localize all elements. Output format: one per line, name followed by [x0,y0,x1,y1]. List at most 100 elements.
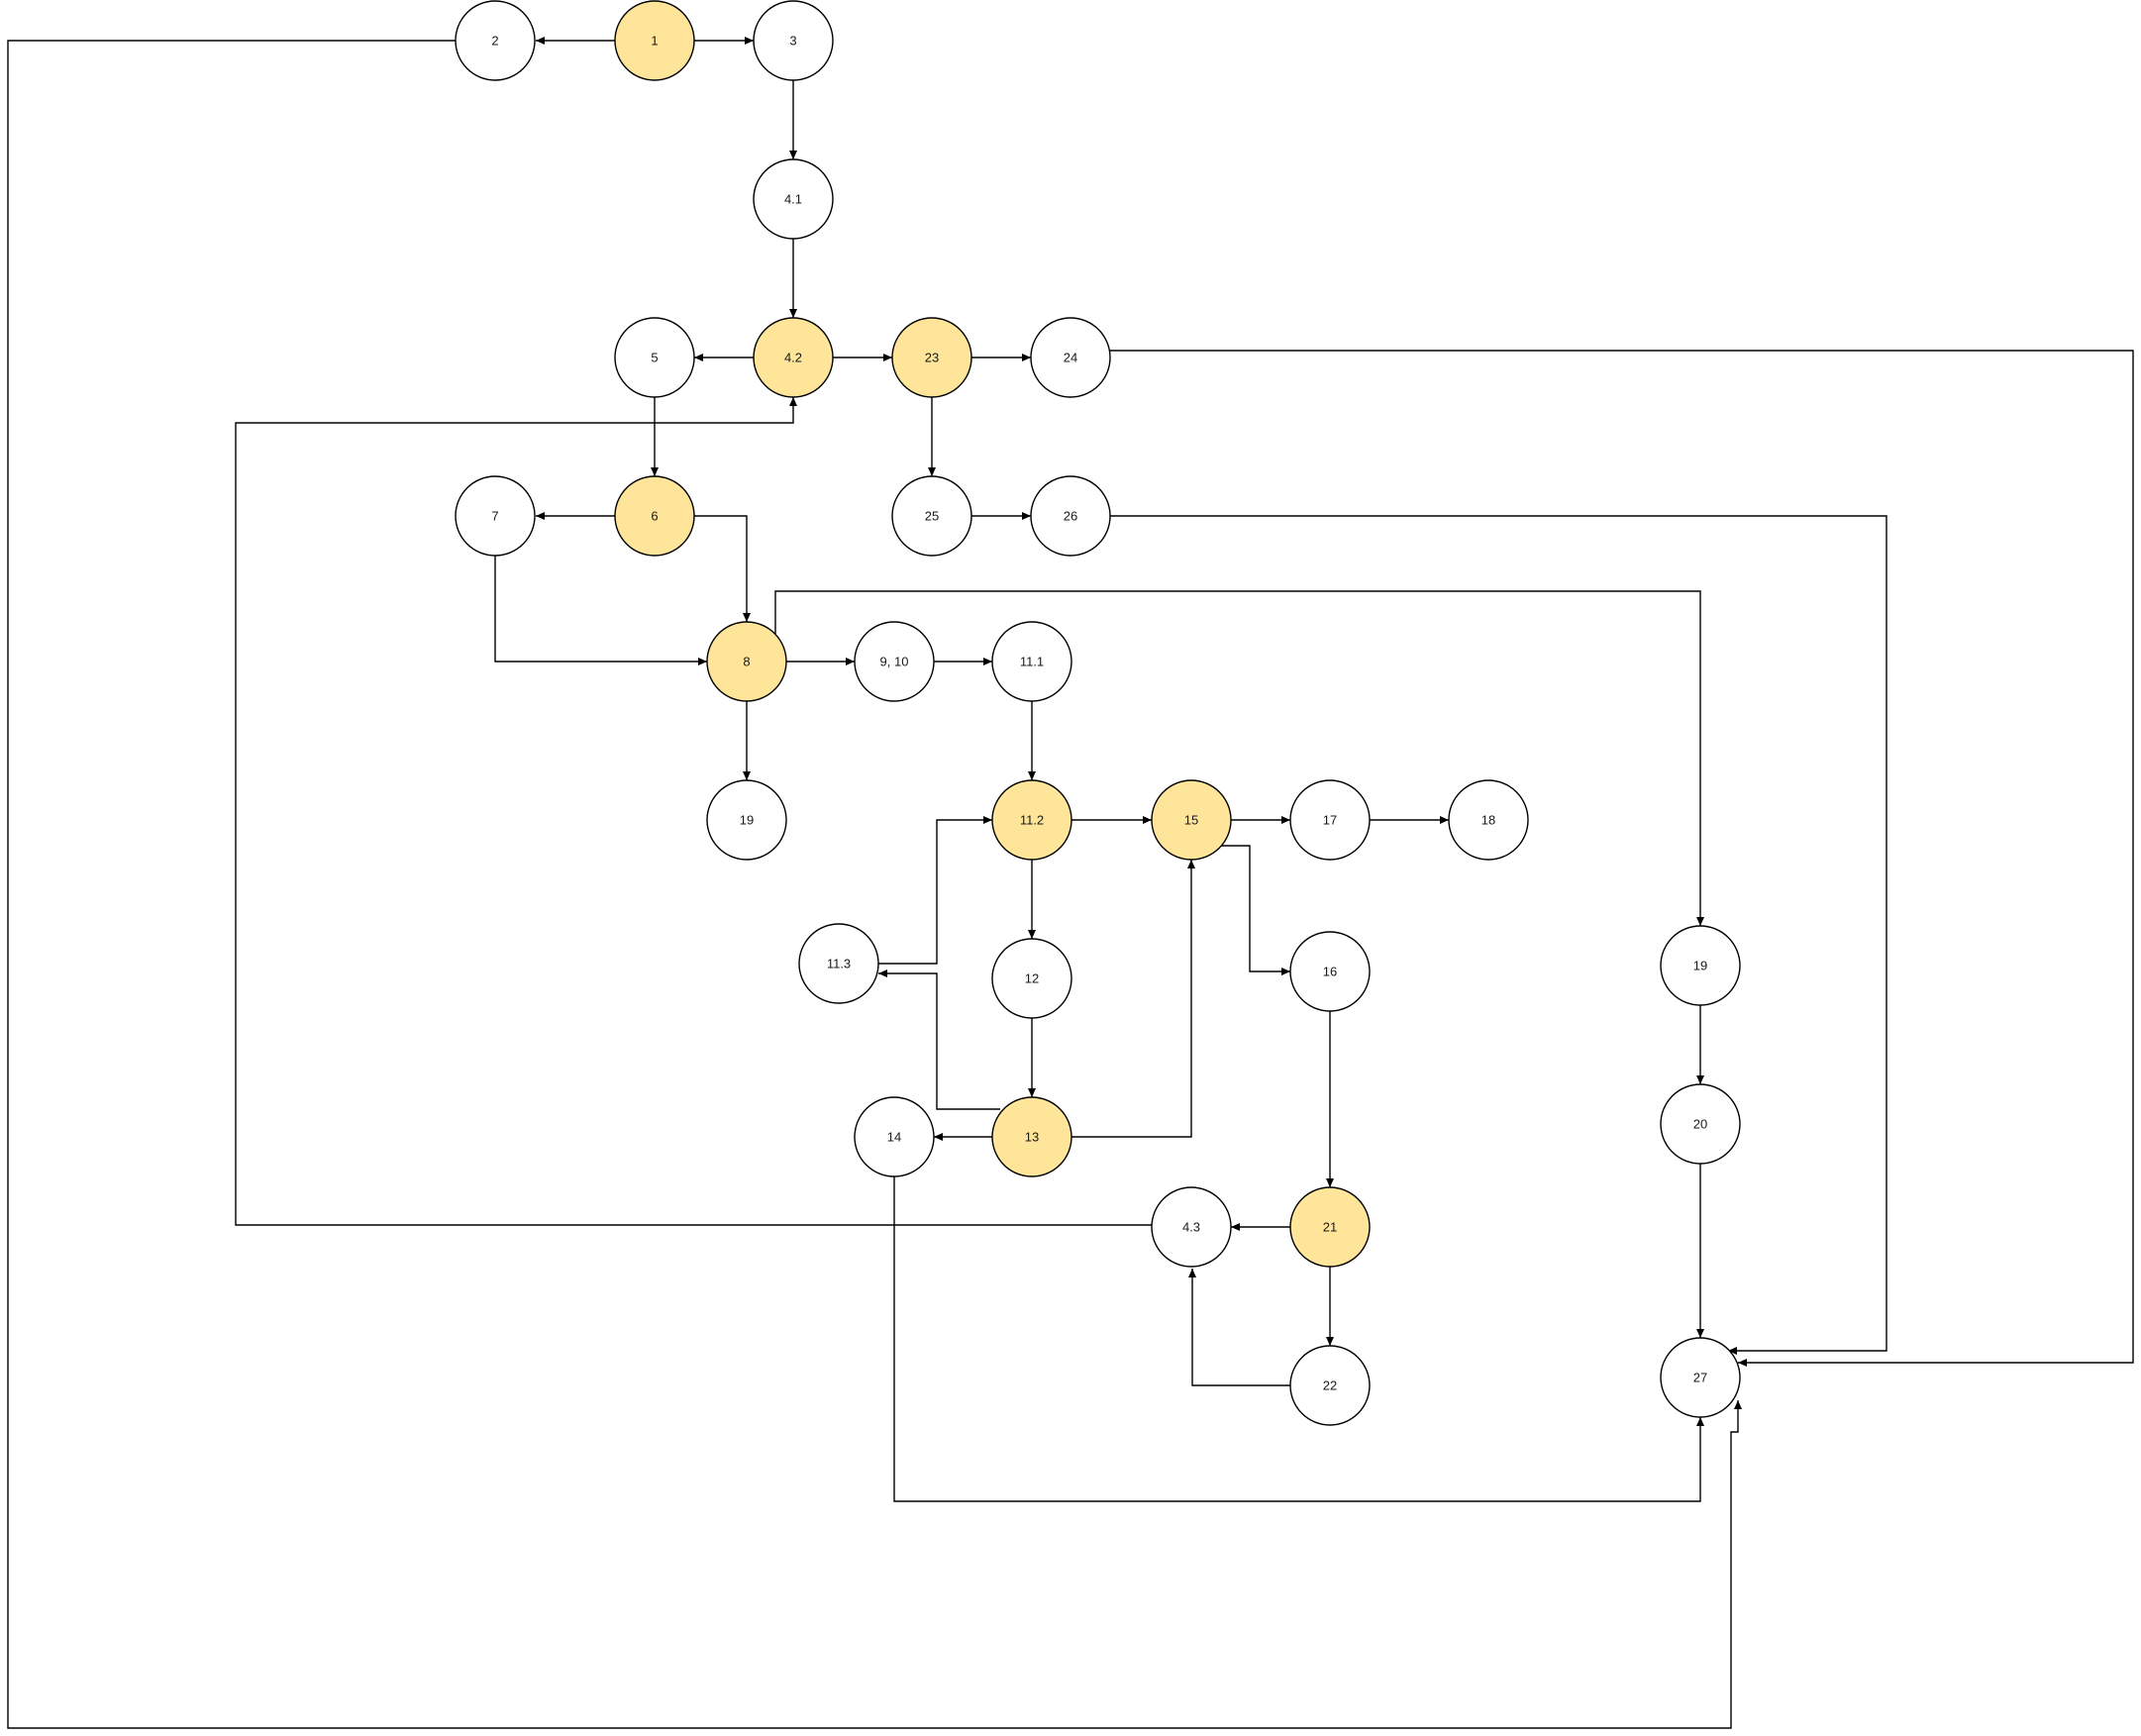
node-circle [854,1096,935,1177]
node-label: 7 [491,509,498,524]
node-label: 9, 10 [880,655,909,669]
node-circle [991,1096,1072,1177]
node-n18: 18 [1448,779,1529,861]
node-n4_3: 4.3 [1151,1186,1232,1268]
edge-n7-to-n8 [494,556,707,665]
node-n4_1: 4.1 [753,158,834,240]
node-n20: 20 [1660,1083,1741,1165]
node-label: 24 [1064,351,1077,365]
node-circle [991,779,1072,861]
node-label: 22 [1323,1379,1337,1393]
node-circle [1289,1186,1371,1268]
node-circle [991,621,1072,702]
node-circle [614,475,695,557]
node-circle [1289,779,1371,861]
node-label: 23 [925,351,939,365]
edge-n14-to-n27 [893,1176,1704,1502]
edge-n8-to-n19b [774,590,1704,926]
node-circle [753,317,834,398]
node-label: 18 [1481,813,1495,828]
node-circle [1660,925,1741,1006]
node-n25: 25 [891,475,972,557]
node-n17: 17 [1289,779,1371,861]
node-circle [455,475,536,557]
edge-n2-to-n27 [7,40,1742,1729]
node-n7: 7 [455,475,536,557]
node-n16: 16 [1289,931,1371,1012]
edges-layer [7,37,2134,1729]
node-n6: 6 [614,475,695,557]
node-n3: 3 [753,0,834,81]
node-n15: 15 [1151,779,1232,861]
edge-n6-to-n8 [694,515,751,622]
node-circle [991,938,1072,1019]
node-n11_3: 11.3 [798,923,879,1004]
node-circle [706,779,787,861]
node-n9_10: 9, 10 [854,621,935,702]
node-n5: 5 [614,317,695,398]
node-circle [753,0,834,81]
node-label: 19 [740,813,754,828]
node-label: 11.2 [1020,813,1044,828]
node-n2: 2 [455,0,536,81]
edge-n4_3-to-n4_2 [235,397,1152,1226]
node-label: 8 [743,655,750,669]
node-label: 11.1 [1020,655,1044,669]
node-label: 15 [1184,813,1198,828]
node-circle [1289,1345,1371,1426]
node-n24: 24 [1030,317,1111,398]
node-label: 5 [651,351,658,365]
node-label: 14 [887,1130,901,1145]
node-circle [1030,317,1111,398]
node-n13: 13 [991,1096,1072,1177]
node-circle [1660,1083,1741,1165]
node-label: 4.2 [784,351,802,365]
node-circle [1030,475,1111,557]
node-circle [1289,931,1371,1012]
edge-n22-to-n4_3 [1188,1269,1290,1386]
node-label: 6 [651,509,658,524]
node-circle [753,158,834,240]
node-n4_2: 4.2 [753,317,834,398]
node-circle [891,317,972,398]
node-circle [1151,779,1232,861]
node-label: 19 [1693,959,1707,973]
node-n22: 22 [1289,1345,1371,1426]
edge-n11_3-to-n11_2 [878,816,992,965]
node-label: 27 [1693,1371,1707,1385]
node-n11_2: 11.2 [991,779,1072,861]
node-label: 3 [789,34,796,49]
node-label: 11.3 [827,957,851,971]
node-label: 2 [491,34,498,49]
node-label: 4.3 [1182,1220,1200,1235]
node-circle [1660,1337,1741,1418]
node-circle [854,621,935,702]
node-n19a: 19 [706,779,787,861]
node-circle [891,475,972,557]
node-label: 1 [651,34,658,49]
node-label: 21 [1323,1220,1337,1235]
node-n8: 8 [706,621,787,702]
node-label: 20 [1693,1117,1707,1132]
node-label: 12 [1025,971,1039,986]
edge-n13-to-n15 [1071,860,1195,1138]
node-label: 26 [1064,509,1077,524]
node-n21: 21 [1289,1186,1371,1268]
node-n19b: 19 [1660,925,1741,1006]
edge-n24-to-n27 [1110,350,2134,1367]
edge-n15-to-n16 [1219,845,1290,975]
node-label: 25 [925,509,939,524]
node-circle [614,0,695,81]
node-circle [455,0,536,81]
node-circle [614,317,695,398]
node-n26: 26 [1030,475,1111,557]
node-label: 16 [1323,965,1337,979]
node-n12: 12 [991,938,1072,1019]
node-circle [706,621,787,702]
node-n14: 14 [854,1096,935,1177]
node-n23: 23 [891,317,972,398]
node-label: 4.1 [784,192,802,207]
node-n1: 1 [614,0,695,81]
